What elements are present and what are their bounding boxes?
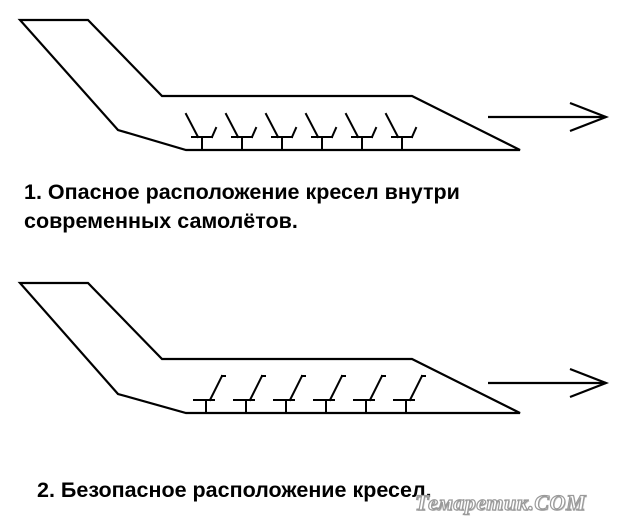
seat-icon	[273, 374, 306, 414]
caption-dangerous-layout: 1. Опасное расположение кресел внутри со…	[24, 178, 460, 236]
seat-row	[193, 374, 426, 414]
seat-row	[184, 112, 418, 151]
seat-icon	[313, 374, 346, 414]
seat-icon	[304, 112, 338, 151]
caption-line: 2. Безопасное расположение кресел.	[37, 478, 432, 502]
caption-safe-layout: 2. Безопасное расположение кресел.	[37, 476, 432, 505]
caption-line: 1. Опасное расположение кресел внутри	[24, 180, 460, 204]
watermark-logo: Темаретик.СОМ	[414, 489, 587, 515]
seat-icon	[184, 112, 218, 151]
seat-icon	[384, 112, 418, 151]
aircraft-fuselage-outline	[17, 18, 521, 152]
aircraft-fuselage-outline	[17, 281, 521, 415]
direction-arrow-icon	[488, 101, 610, 133]
seat-icon	[353, 374, 386, 414]
seat-icon	[344, 112, 378, 151]
caption-line: современных самолётов.	[24, 209, 298, 233]
direction-arrow-icon	[488, 367, 610, 399]
seat-icon	[193, 374, 226, 414]
seat-icon	[233, 374, 266, 414]
seat-icon	[264, 112, 298, 151]
seat-icon	[224, 112, 258, 151]
panel-dangerous-layout	[17, 18, 610, 152]
seat-icon	[393, 374, 426, 414]
panel-safe-layout	[17, 281, 610, 415]
